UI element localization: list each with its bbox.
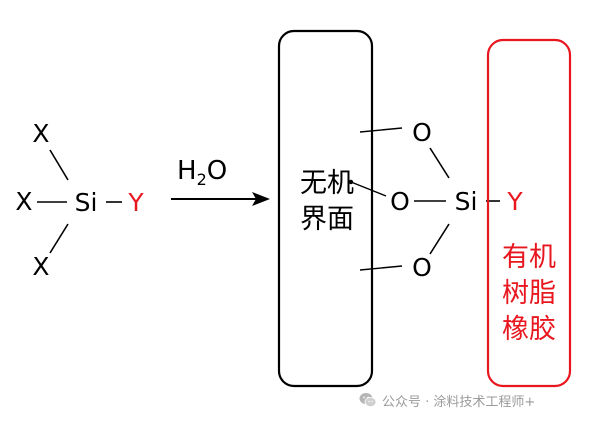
organic-label-line3: 橡胶 [502,314,556,345]
reaction-arrow: H2O [171,156,270,206]
bond-surface-o-top [359,127,403,133]
wechat-icon [359,393,377,407]
reactant-si: Si [75,188,98,217]
bond-surface-o-mid [350,181,387,197]
bond-o-bottom-si [429,223,450,255]
organic-resin: 有机 树脂 橡胶 [486,38,572,388]
organic-label-line2: 树脂 [502,278,556,309]
arrow-head [252,192,270,206]
product-si: Si [455,187,478,216]
bond-x-bottom-si [49,223,69,254]
watermark: 公众号 · 涂料技术工程师+ [358,390,535,410]
bond-x-top-si [49,149,69,181]
organic-label-line1: 有机 [502,242,556,273]
bond-o-top-si [429,147,450,179]
surface-anchor-dot [348,179,354,185]
reagent-subscript: 2 [197,170,207,189]
reagent-label: H2O [177,156,227,189]
product-molecule: O O O Si Y [348,118,523,282]
organic-resin-box [486,38,572,388]
reactant-y: Y [127,188,144,217]
reagent-o: O [207,156,227,186]
inorganic-label-line1: 无机 [300,168,354,199]
reactant-x-top: X [32,119,49,148]
inorganic-label-line2: 界面 [300,204,354,235]
reactant-x-bottom: X [32,252,49,281]
watermark-text: 公众号 · 涂料技术工程师+ [382,394,536,410]
inorganic-interface: 无机 界面 [277,29,374,388]
product-o-bottom: O [412,253,432,282]
reactant-x-mid: X [15,187,32,216]
reactant-molecule: X X X Si Y [15,119,144,281]
inorganic-interface-box [277,29,374,388]
reagent-h: H [177,156,197,186]
product-y: Y [506,187,523,216]
product-o-top: O [412,118,432,147]
bond-surface-o-bottom [359,265,403,271]
product-o-mid: O [390,187,410,216]
